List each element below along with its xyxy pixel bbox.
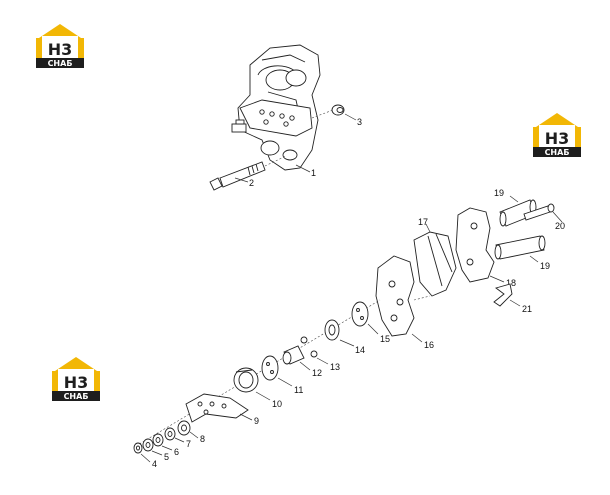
caliper-assembly: 1 2 3 xyxy=(209,44,362,191)
callout-15: 15 xyxy=(380,334,390,344)
callout-18: 18 xyxy=(506,278,516,288)
callout-21: 21 xyxy=(522,304,532,314)
bolt-part-2: 2 xyxy=(209,155,287,191)
callout-13: 13 xyxy=(330,362,340,372)
callout-19-upper: 19 xyxy=(494,188,504,198)
logo-bottom-left: H3 СНАБ xyxy=(52,357,100,401)
nut-part-3: 3 xyxy=(311,104,362,127)
ring-part-14: 14 xyxy=(324,319,365,355)
logo-sub-text: СНАБ xyxy=(64,392,89,401)
washer-part-6: 6 xyxy=(152,433,179,457)
callout-8: 8 xyxy=(200,434,205,444)
washer-part-8: 8 xyxy=(177,420,205,444)
callout-17: 17 xyxy=(418,217,428,227)
bolt-part-20: 20 xyxy=(523,203,565,231)
disc-part-15: 15 xyxy=(351,301,390,344)
callout-3: 3 xyxy=(357,117,362,127)
callout-2: 2 xyxy=(249,178,254,188)
callout-10: 10 xyxy=(272,399,282,409)
logo-top-left: H3 СНАБ xyxy=(36,24,84,68)
ball-part-13: 13 xyxy=(300,336,340,372)
logo-sub-text: СНАБ xyxy=(545,148,570,157)
callout-11: 11 xyxy=(294,385,303,395)
pin-part-19-upper: 19 xyxy=(494,188,537,227)
logo-right: H3 СНАБ xyxy=(533,113,581,157)
logo-badge-text: H3 xyxy=(64,373,89,392)
callout-9: 9 xyxy=(254,416,259,426)
sleeve-part-12: 12 xyxy=(282,345,322,378)
logo-badge-text: H3 xyxy=(545,129,570,148)
nut-part-4: 4 xyxy=(133,442,157,469)
callout-1: 1 xyxy=(311,168,316,178)
logo-badge-text: H3 xyxy=(48,40,73,59)
callout-4: 4 xyxy=(152,459,157,469)
washer-part-5: 5 xyxy=(142,438,169,462)
logo-sub-text: СНАБ xyxy=(48,59,73,68)
callout-12: 12 xyxy=(312,368,322,378)
callout-6: 6 xyxy=(174,447,179,457)
disc-part-11: 11 xyxy=(261,355,303,395)
callout-16: 16 xyxy=(424,340,434,350)
pin-part-19-lower: 19 xyxy=(494,235,550,271)
plate-part-9: 9 xyxy=(185,393,259,426)
lower-parts-chain: 15 14 13 12 11 xyxy=(133,299,390,469)
callout-5: 5 xyxy=(164,452,169,462)
spring-clip-part-21: 21 xyxy=(493,283,532,314)
callout-14: 14 xyxy=(355,345,365,355)
washer-part-7: 7 xyxy=(164,427,191,449)
callout-20: 20 xyxy=(555,221,565,231)
drum-part-10: 10 xyxy=(233,367,282,409)
callout-19-lower: 19 xyxy=(540,261,550,271)
callout-7: 7 xyxy=(186,439,191,449)
brake-pad-assembly: 17 19 20 19 18 xyxy=(375,188,565,350)
caliper-body-part-16: 16 xyxy=(375,255,434,350)
